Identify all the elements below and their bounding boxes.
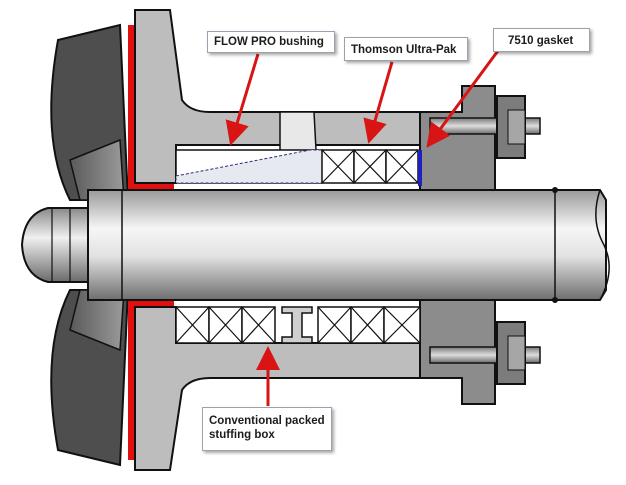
arrow-gasket [426, 47, 502, 148]
acorn-nut [20, 207, 89, 283]
thomson-ultra-pak-rings [321, 149, 419, 184]
red-gasket-upper [128, 25, 135, 190]
red-gasket-lower [128, 300, 135, 460]
label-7510-gasket: 7510 gasket [493, 28, 590, 52]
conventional-packing-rings [175, 306, 421, 344]
shaft-dot-bottom [552, 297, 558, 303]
shaft-dot-top [552, 187, 558, 193]
label-thomson-ultra-pak: Thomson Ultra-Pak [344, 37, 468, 61]
flush-port [279, 111, 317, 156]
label-flow-pro-bushing: FLOW PRO bushing [207, 31, 335, 53]
gland-follower-upper [419, 85, 496, 191]
nut-lower-face [507, 335, 526, 371]
shaft-break [595, 189, 610, 301]
arrow-thomson [363, 61, 394, 144]
label-conventional-stuffing-box: Conventional packed stuffing box [202, 407, 332, 451]
flow-pro-taper [175, 149, 323, 184]
arrow-flow-pro [225, 53, 260, 146]
shaft [87, 189, 607, 301]
gasket-7510 [418, 150, 422, 186]
nut-upper-face [507, 109, 526, 145]
red-gasket-lower-foot [128, 300, 174, 307]
red-gasket-upper-foot [128, 183, 174, 190]
impeller-vane-lower [69, 289, 125, 352]
